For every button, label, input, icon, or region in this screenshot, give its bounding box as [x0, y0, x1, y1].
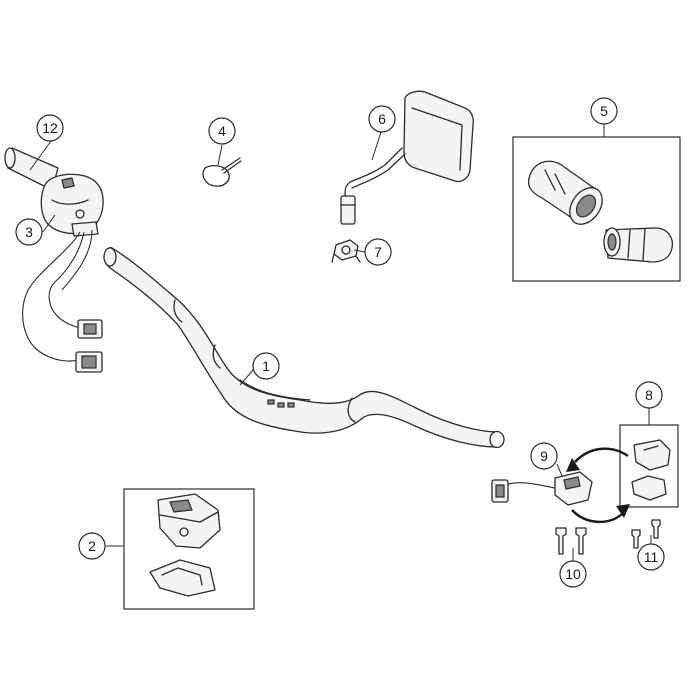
callout-11: 11	[637, 543, 665, 571]
callout-5-number: 5	[600, 103, 608, 119]
screw-10	[555, 527, 587, 555]
bar-marking	[277, 402, 285, 408]
callout-7: 7	[364, 238, 392, 266]
bar-marking	[287, 402, 295, 408]
callout-6: 6	[368, 105, 396, 133]
connector-upper	[77, 319, 103, 339]
right-switch	[491, 471, 593, 506]
mirror	[340, 90, 474, 225]
callout-5: 5	[590, 97, 618, 125]
callout-1: 1	[252, 352, 280, 380]
switch-box	[123, 488, 255, 610]
screw-11	[631, 519, 661, 549]
callout-6-number: 6	[378, 111, 386, 127]
callout-7-number: 7	[374, 244, 382, 260]
callout-3-number: 3	[25, 224, 33, 240]
clamp-upper	[633, 439, 671, 471]
grips-box	[512, 136, 681, 282]
callout-2: 2	[78, 532, 106, 560]
cable-tie	[202, 157, 242, 187]
grip-left	[527, 160, 603, 225]
callout-10-number: 10	[565, 566, 581, 582]
callout-2-number: 2	[88, 538, 96, 554]
grip-right	[603, 227, 674, 263]
callout-9-number: 9	[540, 448, 548, 464]
callout-10: 10	[559, 560, 587, 588]
switch-housing-lower	[149, 559, 216, 597]
callout-11-number: 11	[644, 549, 659, 565]
connector-lower	[75, 351, 103, 373]
bar-marking	[267, 399, 275, 405]
callout-12-number: 12	[42, 120, 58, 136]
callout-4-number: 4	[218, 123, 226, 139]
switch-combination	[22, 173, 104, 362]
rotation-arrows	[566, 447, 630, 523]
clamp-lower	[631, 475, 667, 501]
callout-12: 12	[36, 114, 64, 142]
mirror-clamp	[331, 239, 361, 263]
callout-3: 3	[15, 218, 43, 246]
callout-4: 4	[208, 117, 236, 145]
switch-housing-upper	[157, 493, 221, 549]
callout-8-number: 8	[645, 387, 653, 403]
leader-lines	[29, 124, 652, 561]
handlebar	[103, 247, 505, 449]
callout-9: 9	[530, 442, 558, 470]
left-bar-end	[4, 147, 59, 191]
callout-1-number: 1	[262, 358, 270, 374]
callout-8: 8	[635, 381, 663, 409]
